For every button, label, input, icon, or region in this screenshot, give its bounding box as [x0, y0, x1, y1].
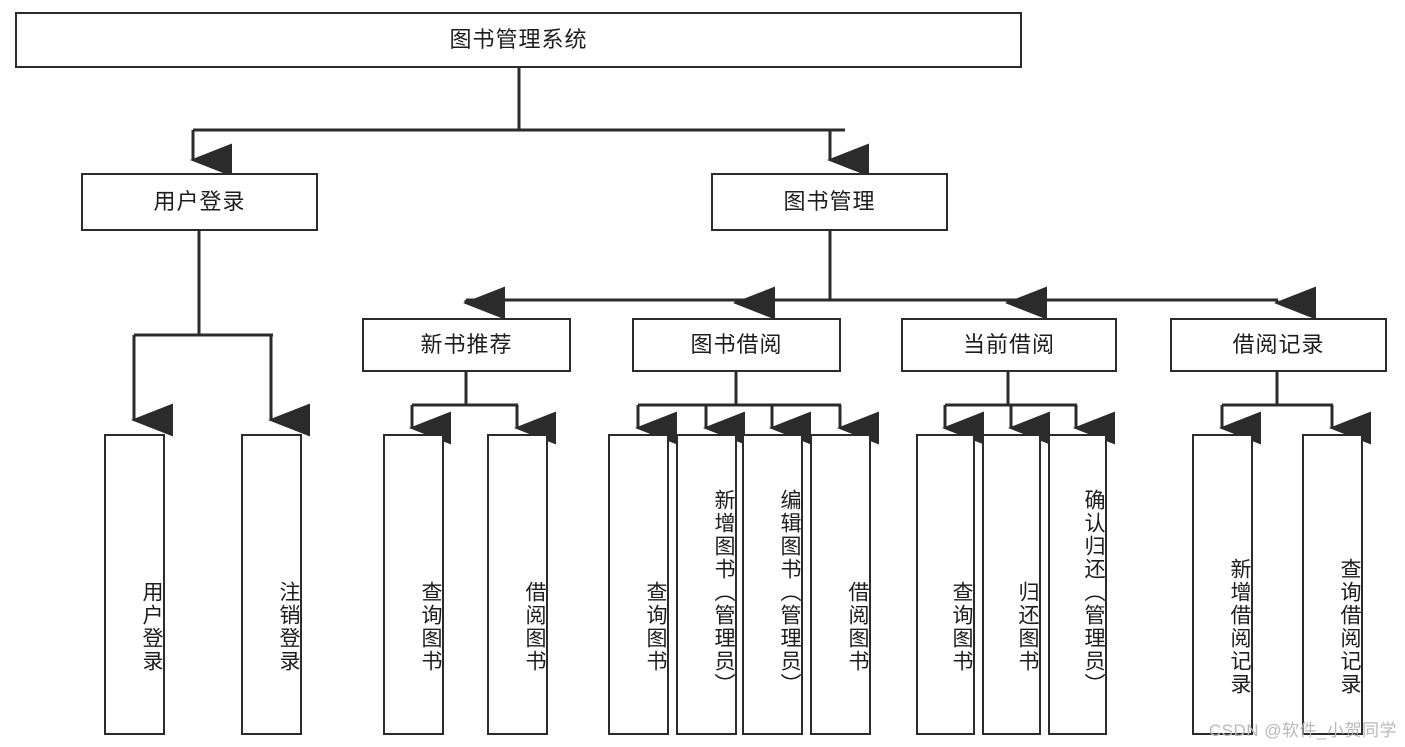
- leaf-recommend-borrow-book[interactable]: 借阅图书: [487, 434, 548, 735]
- node-root-label: 图书管理系统: [449, 27, 588, 53]
- leaf-record-add-label: 新增借阅记录: [1228, 557, 1251, 696]
- leaf-record-search[interactable]: 查询借阅记录: [1302, 434, 1363, 735]
- leaf-current-confirm-return-label: 确认归还（管理员）: [1082, 489, 1105, 696]
- leaf-user-logout[interactable]: 注销登录: [241, 434, 302, 735]
- node-book-borrow-label: 图书借阅: [690, 332, 783, 358]
- leaf-borrow-lend-book-label: 借阅图书: [846, 580, 869, 673]
- leaf-borrow-query-book[interactable]: 查询图书: [608, 434, 669, 735]
- node-new-book-recommend-label: 新书推荐: [420, 332, 513, 358]
- node-current-borrow-label: 当前借阅: [962, 332, 1055, 358]
- watermark-text: CSDN @软件_小贺同学: [1208, 721, 1397, 740]
- node-new-book-recommend[interactable]: 新书推荐: [362, 318, 571, 372]
- leaf-record-add[interactable]: 新增借阅记录: [1192, 434, 1253, 735]
- leaf-current-query-book-label: 查询图书: [950, 580, 973, 673]
- leaf-borrow-add-book[interactable]: 新增图书（管理员）: [676, 434, 737, 735]
- node-borrow-record-label: 借阅记录: [1232, 332, 1325, 358]
- leaf-current-return-book[interactable]: 归还图书: [982, 434, 1041, 735]
- node-user-login[interactable]: 用户登录: [81, 173, 318, 231]
- leaf-recommend-query-book[interactable]: 查询图书: [383, 434, 444, 735]
- node-root[interactable]: 图书管理系统: [15, 12, 1022, 68]
- node-book-manage[interactable]: 图书管理: [711, 173, 948, 231]
- leaf-user-logout-label: 注销登录: [277, 580, 300, 673]
- leaf-current-confirm-return[interactable]: 确认归还（管理员）: [1048, 434, 1107, 735]
- node-current-borrow[interactable]: 当前借阅: [901, 318, 1117, 372]
- leaf-current-query-book[interactable]: 查询图书: [916, 434, 975, 735]
- node-book-borrow[interactable]: 图书借阅: [632, 318, 841, 372]
- leaf-borrow-add-book-label: 新增图书（管理员）: [712, 489, 735, 696]
- leaf-recommend-query-book-label: 查询图书: [419, 580, 442, 673]
- leaf-user-login[interactable]: 用户登录: [104, 434, 165, 735]
- leaf-borrow-edit-book-label: 编辑图书（管理员）: [778, 489, 801, 696]
- node-book-manage-label: 图书管理: [783, 189, 876, 215]
- leaf-borrow-query-book-label: 查询图书: [644, 580, 667, 673]
- leaf-user-login-label: 用户登录: [140, 580, 163, 673]
- leaf-recommend-borrow-book-label: 借阅图书: [523, 580, 546, 673]
- leaf-record-search-label: 查询借阅记录: [1338, 557, 1361, 696]
- leaf-current-return-book-label: 归还图书: [1016, 580, 1039, 673]
- node-borrow-record[interactable]: 借阅记录: [1170, 318, 1387, 372]
- node-user-login-label: 用户登录: [153, 189, 246, 215]
- leaf-borrow-lend-book[interactable]: 借阅图书: [810, 434, 871, 735]
- leaf-borrow-edit-book[interactable]: 编辑图书（管理员）: [742, 434, 803, 735]
